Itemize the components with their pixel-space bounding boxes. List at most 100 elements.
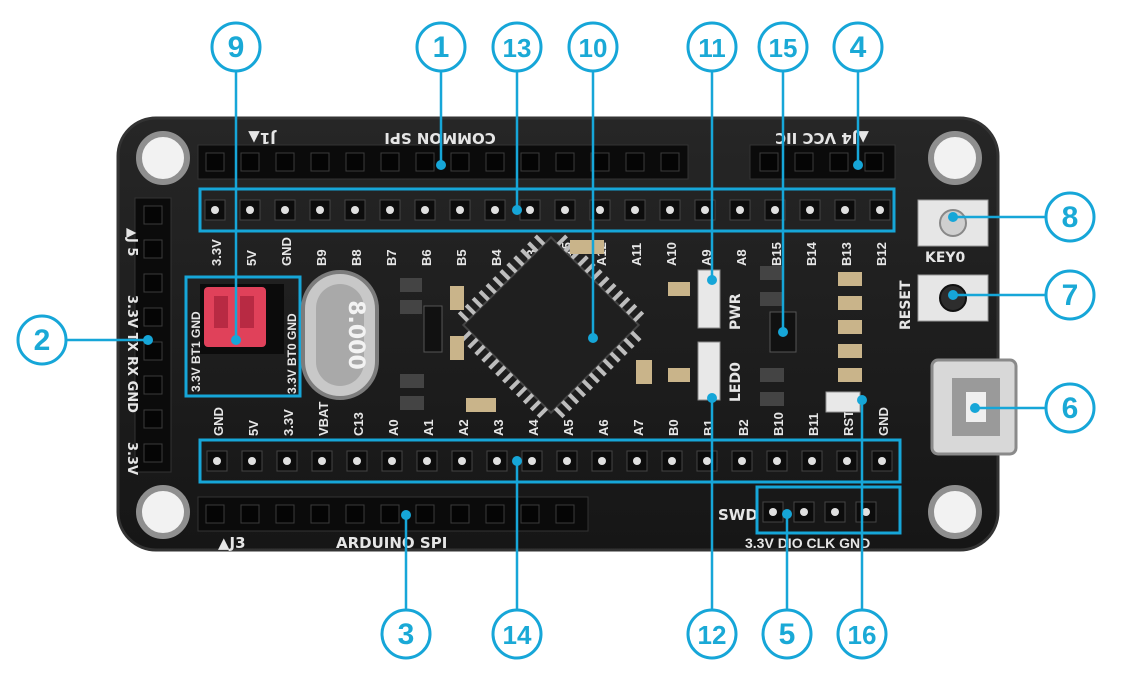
- bottom-row-label: A7: [631, 419, 646, 436]
- callout-6: [1044, 382, 1096, 434]
- header-j5-pin: [143, 239, 163, 259]
- top-row-pad: [561, 206, 569, 214]
- header-j1-pin: [205, 152, 225, 172]
- bottom-row-pad: [808, 457, 816, 465]
- leader-dot-4: [853, 160, 863, 170]
- callout-4-label: 4: [850, 31, 867, 64]
- callout-13: [491, 21, 543, 73]
- mounting-hole-bottom-left: [136, 485, 190, 539]
- header-j1-pin: [275, 152, 295, 172]
- callout-16-label: 16: [848, 620, 877, 650]
- bottom-row-pad: [843, 457, 851, 465]
- bottom-row-pad: [633, 457, 641, 465]
- bottom-row-pad: [738, 457, 746, 465]
- swd-pin-row: [762, 501, 877, 523]
- callout-7: [1044, 269, 1096, 321]
- header-j3-pin: [275, 504, 295, 524]
- bottom-pin-row: [206, 450, 893, 472]
- top-row-pad: [701, 206, 709, 214]
- header-j1-pin: [660, 152, 680, 172]
- top-row-label: B7: [384, 249, 399, 266]
- callout-2-label: 2: [34, 324, 51, 357]
- header-j1-pin: [415, 152, 435, 172]
- bottom-row-pad: [878, 457, 886, 465]
- bottom-row-label: 5V: [246, 420, 261, 436]
- bottom-row-label: A4: [526, 419, 541, 436]
- silk-side-mid: 3.3V TX RX GND: [124, 295, 139, 413]
- header-j4-pin: [794, 152, 814, 172]
- header-j5-pin: [143, 375, 163, 395]
- bottom-row-label: A2: [456, 419, 471, 436]
- header-j4-pin: [864, 152, 884, 172]
- leader-dot-5: [782, 509, 792, 519]
- header-j1-pin: [310, 152, 330, 172]
- callout-8: [1044, 191, 1096, 243]
- silk-j1-label: J1▲: [248, 129, 277, 147]
- top-row-label: A10: [664, 242, 679, 266]
- bottom-row-label: A1: [421, 419, 436, 436]
- bottom-row-label: B11: [806, 413, 821, 436]
- header-j3-pins: [205, 504, 575, 524]
- header-j1-pin: [520, 152, 540, 172]
- bottom-row-label: A3: [491, 419, 506, 436]
- bottom-row-label: 3.3V: [281, 409, 296, 436]
- callout-9-label: 9: [228, 31, 245, 64]
- header-j4-pin: [759, 152, 779, 172]
- top-row-pad: [386, 206, 394, 214]
- top-row-label: B6: [419, 249, 434, 266]
- header-j5: [134, 197, 172, 473]
- callout-12-label: 12: [698, 620, 727, 650]
- top-pin-row: [204, 199, 891, 221]
- leader-dot-2: [143, 335, 153, 345]
- header-j3-pin: [485, 504, 505, 524]
- mounting-hole-bottom-right: [928, 485, 982, 539]
- callout-16: [836, 608, 888, 660]
- header-j5-pin: [143, 205, 163, 225]
- silk-j4-label: ▲J4 VCC IIC: [775, 129, 869, 147]
- callout-1: [415, 21, 467, 73]
- leader-dot-6: [970, 403, 980, 413]
- top-row-label: B12: [874, 242, 889, 266]
- top-row-pad: [841, 206, 849, 214]
- callout-11-label: 11: [698, 33, 726, 63]
- highlight-frames: [198, 187, 902, 535]
- header-j3-pin: [310, 504, 330, 524]
- header-j5-pin: [143, 273, 163, 293]
- passive-components: [400, 240, 862, 413]
- bottom-row-pad: [283, 457, 291, 465]
- leader-dot-15: [778, 327, 788, 337]
- header-j1-pin: [590, 152, 610, 172]
- bottom-row-pad: [668, 457, 676, 465]
- leader-dot-1: [436, 160, 446, 170]
- header-j5-pin: [143, 307, 163, 327]
- top-row-pad: [456, 206, 464, 214]
- callout-15-label: 15: [769, 33, 798, 63]
- header-j5-pins: [143, 205, 163, 463]
- top-row-label: A9: [699, 249, 714, 266]
- bottom-row-pad: [458, 457, 466, 465]
- silk-swd: SWD: [718, 506, 758, 524]
- callout-10: [567, 21, 619, 73]
- top-row-label: B5: [454, 249, 469, 266]
- bottom-row-label: A5: [561, 419, 576, 436]
- bottom-row-label: RST: [841, 410, 856, 436]
- top-row-pad: [211, 206, 219, 214]
- callout-9: [210, 21, 262, 73]
- bottom-row-pad: [353, 457, 361, 465]
- callout-1-label: 1: [433, 31, 450, 64]
- callout-5-label: 5: [779, 618, 796, 651]
- header-j3-pin: [205, 504, 225, 524]
- mounting-hole-top-left: [136, 131, 190, 185]
- top-row-pad: [351, 206, 359, 214]
- mounting-holes: [136, 131, 982, 539]
- bottom-row-label: B1: [701, 419, 716, 436]
- header-j1-pins: [205, 152, 680, 172]
- led0: [697, 341, 721, 401]
- header-j3-pin: [555, 504, 575, 524]
- bottom-row-label: GND: [211, 407, 226, 436]
- top-row-pad: [281, 206, 289, 214]
- bottom-row-pad: [493, 457, 501, 465]
